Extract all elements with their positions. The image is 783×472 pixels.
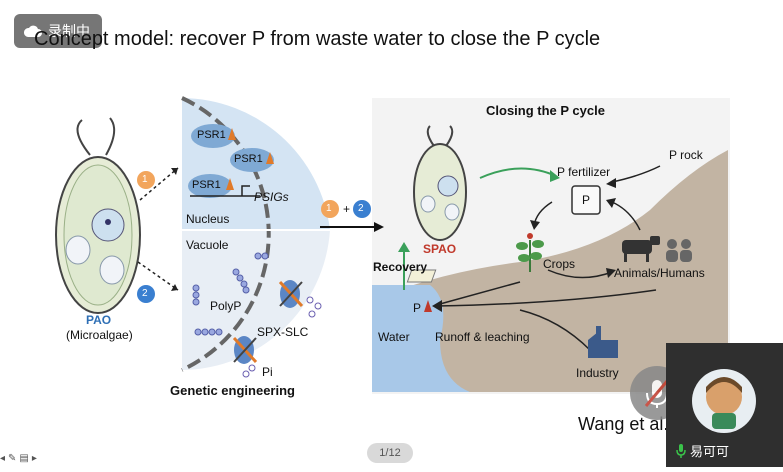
page-indicator[interactable]: 1/12	[367, 443, 413, 463]
pao-sublabel: (Microalgae)	[66, 328, 133, 342]
next-arrow-icon[interactable]: ▸	[31, 453, 37, 464]
participant-name: 易可可	[676, 441, 729, 460]
spx-slc-label: SPX-SLC	[257, 325, 309, 339]
menu-icon[interactable]: ▤	[19, 453, 29, 464]
psr1-label: PSR1	[192, 179, 221, 191]
closing-cycle-heading: Closing the P cycle	[486, 103, 605, 118]
psr1-blob	[188, 174, 232, 198]
fertilizer-bag	[571, 185, 601, 215]
nucleus-label: Nucleus	[186, 212, 230, 226]
vacuole-label: Vacuole	[186, 238, 229, 252]
participant-avatar	[692, 369, 756, 433]
spx-slc-transporter	[278, 280, 322, 318]
video-tile[interactable]	[666, 343, 783, 467]
psr1-label: PSR1	[234, 153, 263, 165]
cloud-icon	[24, 25, 42, 37]
recording-badge[interactable]: 录制中	[14, 14, 102, 48]
water-p-label: P	[413, 301, 422, 315]
slide-toolbar: ◂ ✎ ▤ ▸	[0, 453, 37, 467]
psr1-blob	[191, 124, 235, 148]
fertilizer-p-label: P	[582, 193, 591, 207]
factory-icon	[588, 326, 618, 358]
polyp-beads	[192, 252, 269, 336]
polyp-label: PolyP	[210, 299, 242, 313]
step-1-marker	[137, 171, 155, 189]
combine-1-marker	[321, 200, 339, 218]
recovery-label: Recovery	[373, 260, 428, 274]
spao-cell	[413, 125, 467, 241]
cow-icon	[622, 236, 660, 262]
pi-label: Pi	[262, 365, 273, 379]
step-2-number: 2	[142, 288, 148, 299]
psigs-label: PSIGs	[254, 190, 289, 204]
recording-label: 录制中	[48, 23, 90, 39]
pao-cell	[55, 117, 141, 314]
prev-arrow-icon[interactable]: ◂	[0, 453, 6, 464]
humans-icon	[666, 239, 692, 262]
participant-name-text: 易可可	[690, 444, 730, 459]
combine-2-number: 2	[358, 203, 364, 214]
industry-label: Industry	[576, 366, 619, 380]
pao-label: PAO	[86, 313, 112, 327]
step-1-label: 1	[130, 171, 136, 182]
psr1-label: PSR1	[197, 129, 226, 141]
combine-1-number: 1	[326, 203, 332, 214]
spao-label: SPAO	[423, 242, 457, 256]
crops-label: Crops	[543, 257, 576, 271]
p-fertilizer-label: P fertilizer	[557, 165, 611, 179]
psr1-blob	[230, 148, 274, 172]
animals-humans-label: Animals/Humans	[614, 266, 705, 280]
slide-title: Concept model: recover P from waste wate…	[34, 28, 601, 50]
crops-plant	[406, 233, 544, 283]
p-rock-label: P rock	[669, 148, 703, 162]
mic-icon	[676, 443, 686, 458]
pen-icon[interactable]: ✎	[8, 453, 17, 464]
water-label: Water	[378, 330, 410, 344]
combine-plus: +	[343, 202, 351, 216]
genetic-engineering-caption: Genetic engineering	[170, 383, 295, 398]
water-shape	[372, 285, 470, 392]
mic-off-icon	[644, 379, 670, 408]
step-2-marker	[137, 285, 155, 303]
step-1-number: 1	[142, 174, 148, 185]
citation: Wang et al.	[578, 414, 669, 434]
pi-transporter	[232, 336, 258, 378]
combine-2-marker	[353, 200, 371, 218]
runoff-label: Runoff & leaching	[435, 330, 530, 344]
